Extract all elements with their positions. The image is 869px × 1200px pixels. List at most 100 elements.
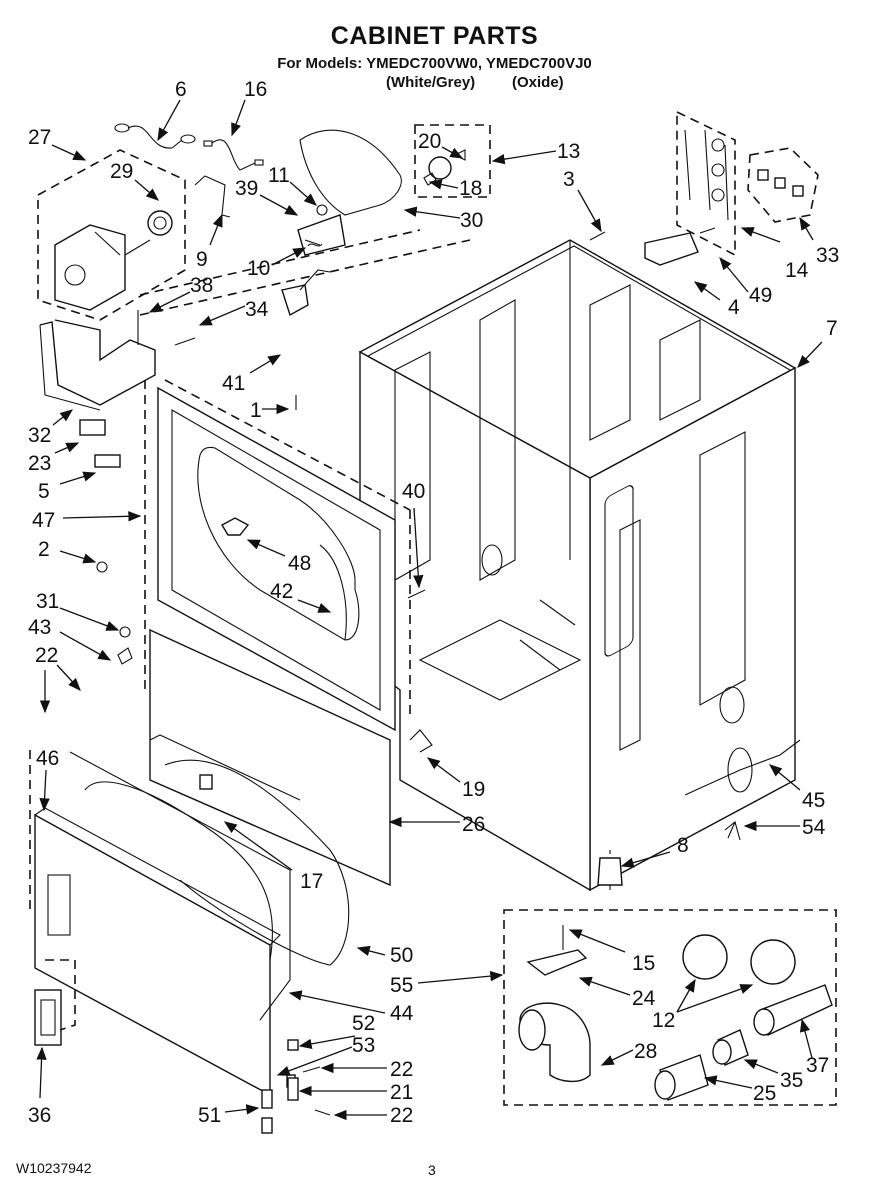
door-bumper xyxy=(96,561,108,573)
callout-6: 6 xyxy=(175,78,187,101)
panel-screw xyxy=(407,589,426,599)
door-catch xyxy=(199,774,213,790)
callout-22-b: 22 xyxy=(390,1058,413,1081)
callout-33: 33 xyxy=(816,244,839,267)
callout-5: 5 xyxy=(38,480,50,503)
cord-clamp xyxy=(724,821,741,841)
exhaust-kit-outline xyxy=(503,909,837,1106)
callout-13: 13 xyxy=(557,140,580,163)
callout-22-a: 22 xyxy=(35,644,58,667)
callout-14: 14 xyxy=(785,259,809,282)
terminal-nuts-outline xyxy=(747,147,819,223)
callout-9: 9 xyxy=(196,248,208,271)
callout-37: 37 xyxy=(806,1054,829,1077)
callout-1: 1 xyxy=(250,399,262,422)
callout-15: 15 xyxy=(632,952,655,975)
callout-41: 41 xyxy=(222,372,245,395)
idler-pulley-kit-outline xyxy=(414,124,491,198)
motor-clamp xyxy=(194,175,231,218)
callout-labels: 6 16 27 29 11 39 9 10 38 34 20 18 13 30 … xyxy=(28,78,839,1127)
hinge-screw-upper xyxy=(302,1066,321,1073)
leader-lines xyxy=(36,99,823,1121)
cabinet-screw xyxy=(589,231,606,241)
callout-3: 3 xyxy=(563,168,575,191)
callout-39: 39 xyxy=(235,177,258,200)
callout-19: 19 xyxy=(462,778,485,801)
idler-spring xyxy=(307,243,323,247)
callout-27: 27 xyxy=(28,126,51,149)
callout-49: 49 xyxy=(749,284,772,307)
door-hinge xyxy=(287,1077,299,1101)
callout-29: 29 xyxy=(110,160,133,183)
console-bracket xyxy=(39,319,156,406)
callout-35: 35 xyxy=(780,1069,803,1092)
callout-40: 40 xyxy=(402,480,425,503)
callout-16: 16 xyxy=(244,78,267,101)
door-gasket xyxy=(164,759,350,966)
callout-52: 52 xyxy=(352,1012,375,1035)
callout-43: 43 xyxy=(28,616,51,639)
terminal-block xyxy=(644,232,699,266)
callout-24: 24 xyxy=(632,987,656,1010)
page-number: 3 xyxy=(428,1162,436,1178)
callout-28: 28 xyxy=(634,1040,657,1063)
blower-wheel xyxy=(147,210,173,236)
door-opening xyxy=(197,446,360,641)
callout-34: 34 xyxy=(245,298,269,321)
callout-51: 51 xyxy=(198,1104,221,1127)
callout-22-c: 22 xyxy=(390,1104,413,1127)
terminal-screw xyxy=(699,227,716,234)
leveling-leg xyxy=(597,857,623,886)
bracket-screw-2 xyxy=(174,337,196,346)
page-title: CABINET PARTS xyxy=(330,22,539,50)
callout-50: 50 xyxy=(390,944,413,967)
door-switch-harness xyxy=(281,284,309,317)
model-numbers: For Models: YMEDC700VW0, YMEDC700VJ0 xyxy=(277,55,592,72)
callout-47: 47 xyxy=(32,509,55,532)
lint-filter-grille xyxy=(221,517,250,536)
door-handle-recess xyxy=(47,874,71,936)
dryer-door-outer xyxy=(34,813,271,1097)
callout-25: 25 xyxy=(753,1082,776,1105)
callout-21: 21 xyxy=(390,1081,413,1104)
door-switch xyxy=(79,419,106,436)
exhaust-hood-2 xyxy=(750,939,796,985)
callout-38: 38 xyxy=(190,274,213,297)
callout-18: 18 xyxy=(459,177,482,200)
callout-30: 30 xyxy=(460,209,483,232)
drive-motor xyxy=(54,224,151,311)
callout-10: 10 xyxy=(247,257,270,280)
variant-white-grey: (White/Grey) xyxy=(386,74,476,91)
door-seal xyxy=(319,544,347,641)
toe-panel xyxy=(149,628,391,887)
exhaust-cover xyxy=(526,949,588,976)
ground-wire xyxy=(114,123,196,149)
callout-31: 31 xyxy=(36,590,59,613)
callout-46: 46 xyxy=(36,747,59,770)
callout-8: 8 xyxy=(677,834,689,857)
callout-4: 4 xyxy=(728,296,740,319)
callout-55: 55 xyxy=(390,974,413,997)
cabinet xyxy=(358,239,797,892)
callout-2: 2 xyxy=(38,538,50,561)
callout-17: 17 xyxy=(300,870,323,893)
variant-oxide: (Oxide) xyxy=(512,74,564,91)
callout-45: 45 xyxy=(802,789,825,812)
callout-12: 12 xyxy=(652,1009,675,1032)
document-code: W10237942 xyxy=(16,1160,92,1176)
thermal-wire xyxy=(203,139,264,171)
toe-panel-clip xyxy=(117,647,133,665)
callout-32: 32 xyxy=(28,424,51,447)
door-hinge-plate xyxy=(261,1089,273,1109)
door-stop xyxy=(287,1039,299,1051)
wire-clip xyxy=(409,729,433,753)
motor-assembly-outline xyxy=(37,149,186,321)
callout-44: 44 xyxy=(390,1002,414,1025)
callout-11: 11 xyxy=(268,164,290,187)
callout-26: 26 xyxy=(462,813,485,836)
exhaust-hood-1 xyxy=(682,934,728,980)
callout-36: 36 xyxy=(28,1104,51,1127)
hinge-screw-lower xyxy=(314,1109,331,1116)
door-handle xyxy=(34,989,62,1046)
idler-pulley xyxy=(428,156,452,180)
